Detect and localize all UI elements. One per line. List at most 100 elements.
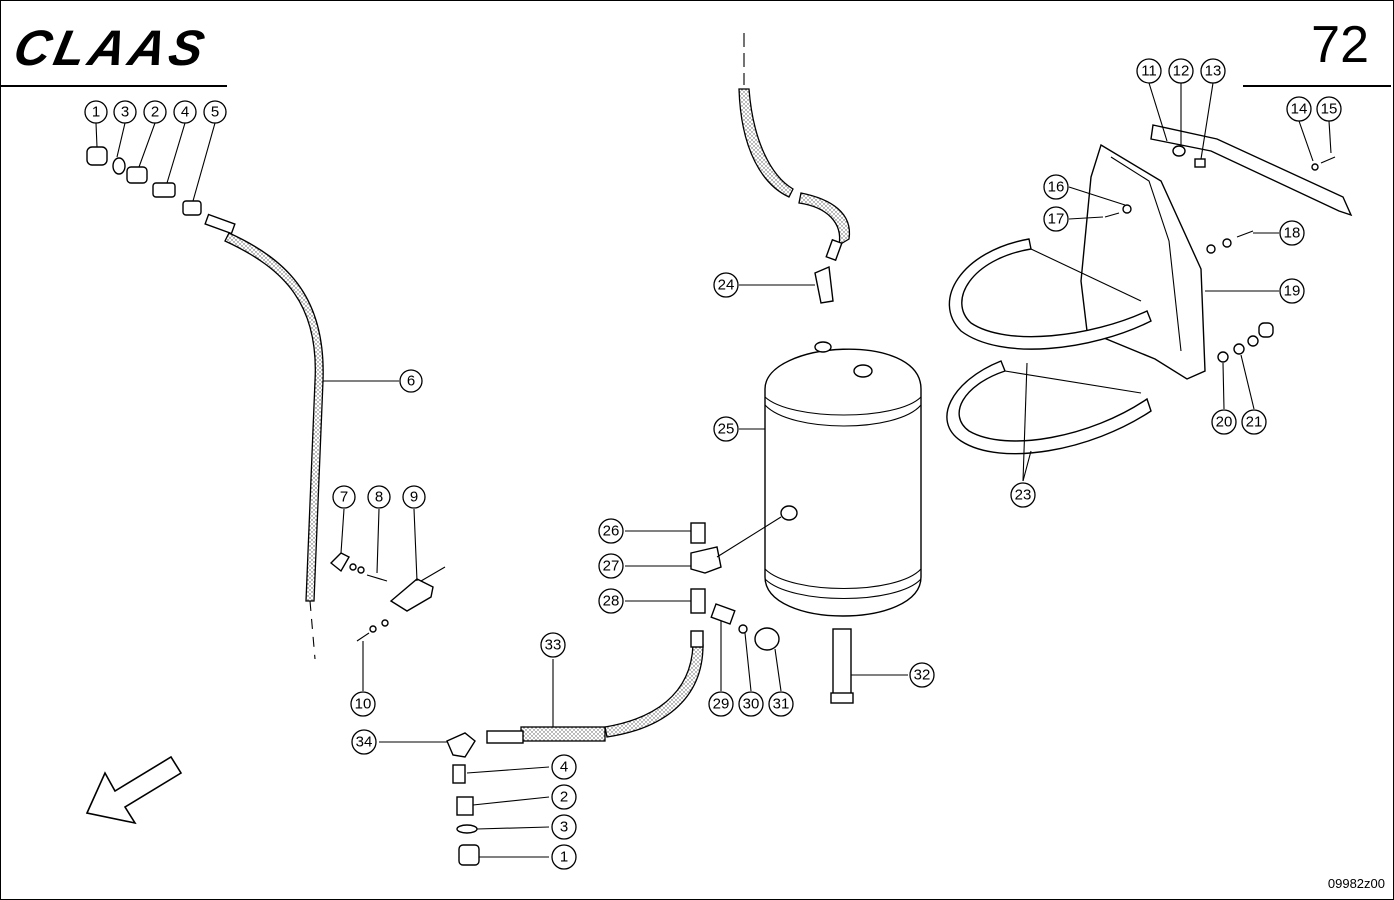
svg-text:1: 1: [560, 849, 568, 866]
hose-part-6: [204, 213, 324, 660]
cap-part-1b: [458, 844, 480, 866]
top-bar-part-11: [1150, 124, 1353, 217]
svg-text:20: 20: [1216, 414, 1233, 431]
svg-text:2: 2: [560, 789, 568, 806]
lower-hose-assembly: [446, 630, 704, 866]
callout-6: 6: [399, 369, 423, 393]
air-tank-part-25: [764, 341, 922, 704]
fitting-part-29: [710, 603, 736, 625]
svg-text:11: 11: [1141, 63, 1157, 80]
svg-text:4: 4: [181, 104, 189, 121]
svg-text:17: 17: [1048, 211, 1065, 228]
svg-text:9: 9: [410, 489, 418, 506]
svg-text:19: 19: [1284, 283, 1301, 300]
svg-text:7: 7: [340, 489, 348, 506]
svg-text:21: 21: [1246, 414, 1263, 431]
bracket-plate-part-19: [1080, 143, 1206, 380]
callout-23: 23: [1010, 482, 1036, 508]
leader-lines: [95, 82, 1332, 858]
callout-28: 28: [598, 588, 624, 614]
callout-7: 7: [332, 485, 356, 509]
callout-25: 25: [713, 416, 739, 442]
nut-part-2b: [456, 796, 474, 816]
svg-text:2: 2: [151, 104, 159, 121]
strap-upper-part-23: [948, 238, 1152, 350]
svg-text:25: 25: [718, 421, 735, 438]
svg-text:26: 26: [603, 523, 620, 540]
callout-3-top: 3: [113, 100, 137, 124]
svg-text:16: 16: [1048, 179, 1065, 196]
callout-26: 26: [598, 518, 624, 544]
drawing-code: 09982z00: [1327, 876, 1385, 891]
direction-arrow-icon: [85, 755, 183, 825]
page-number: 72: [1311, 16, 1369, 74]
callout-4-bottom: 4: [551, 754, 577, 780]
header-rule-left: [1, 85, 227, 87]
union-part-4: [152, 182, 176, 198]
callout-20: 20: [1211, 409, 1237, 435]
svg-text:33: 33: [545, 637, 562, 654]
svg-text:3: 3: [560, 819, 568, 836]
callout-2-bottom: 2: [551, 784, 577, 810]
gauge-part-31: [754, 627, 780, 651]
header-rule-right: [1243, 85, 1391, 87]
union-part-4b: [452, 764, 466, 784]
callout-4-top: 4: [173, 100, 197, 124]
callout-34: 34: [351, 729, 377, 755]
svg-text:28: 28: [603, 593, 620, 610]
callout-5: 5: [203, 100, 227, 124]
oring-part-3b: [456, 824, 478, 834]
tank-bracket-frame: [946, 124, 1353, 455]
oring-part-3: [112, 157, 126, 175]
callout-8: 8: [367, 485, 391, 509]
callout-33: 33: [540, 632, 566, 658]
callout-18: 18: [1279, 220, 1305, 246]
fittings-26-31: [690, 516, 782, 651]
nut-part-2: [126, 166, 148, 184]
svg-text:10: 10: [355, 696, 372, 713]
callout-10: 10: [350, 691, 376, 717]
svg-text:1: 1: [92, 104, 100, 121]
svg-text:24: 24: [718, 277, 735, 294]
svg-text:34: 34: [356, 734, 373, 751]
fitting-chain-top: [86, 146, 202, 216]
svg-text:13: 13: [1205, 63, 1222, 80]
svg-text:3: 3: [121, 104, 129, 121]
strap-lower-part-23: [946, 360, 1152, 455]
callout-21: 21: [1241, 409, 1267, 435]
svg-text:31: 31: [773, 696, 790, 713]
svg-text:23: 23: [1015, 487, 1032, 504]
svg-text:29: 29: [713, 696, 730, 713]
svg-text:15: 15: [1321, 101, 1338, 118]
callout-1-bottom: 1: [551, 844, 577, 870]
plug-part-30: [738, 624, 748, 634]
callout-13: 13: [1200, 58, 1226, 84]
callout-9: 9: [402, 485, 426, 509]
svg-text:30: 30: [743, 696, 760, 713]
svg-text:12: 12: [1173, 63, 1190, 80]
callout-14: 14: [1286, 96, 1312, 122]
callout-29: 29: [708, 691, 734, 717]
sleeve-part-5: [182, 200, 202, 216]
callout-31: 31: [768, 691, 794, 717]
fitting-part-27: [690, 546, 722, 574]
callout-1-top: 1: [84, 100, 108, 124]
svg-text:5: 5: [211, 104, 219, 121]
callout-27: 27: [598, 553, 624, 579]
svg-text:27: 27: [603, 558, 620, 575]
svg-text:32: 32: [914, 667, 931, 684]
callout-32: 32: [909, 662, 935, 688]
callout-24: 24: [713, 272, 739, 298]
fitting-part-28: [690, 588, 706, 614]
svg-text:8: 8: [375, 489, 383, 506]
callout-16: 16: [1043, 174, 1069, 200]
fitting-part-26: [690, 522, 706, 544]
callout-11: 11: [1136, 58, 1162, 84]
hose-to-tank: [738, 33, 851, 304]
callout-3-bottom: 3: [551, 814, 577, 840]
svg-text:6: 6: [407, 373, 415, 390]
svg-text:18: 18: [1284, 225, 1301, 242]
callout-19: 19: [1279, 278, 1305, 304]
